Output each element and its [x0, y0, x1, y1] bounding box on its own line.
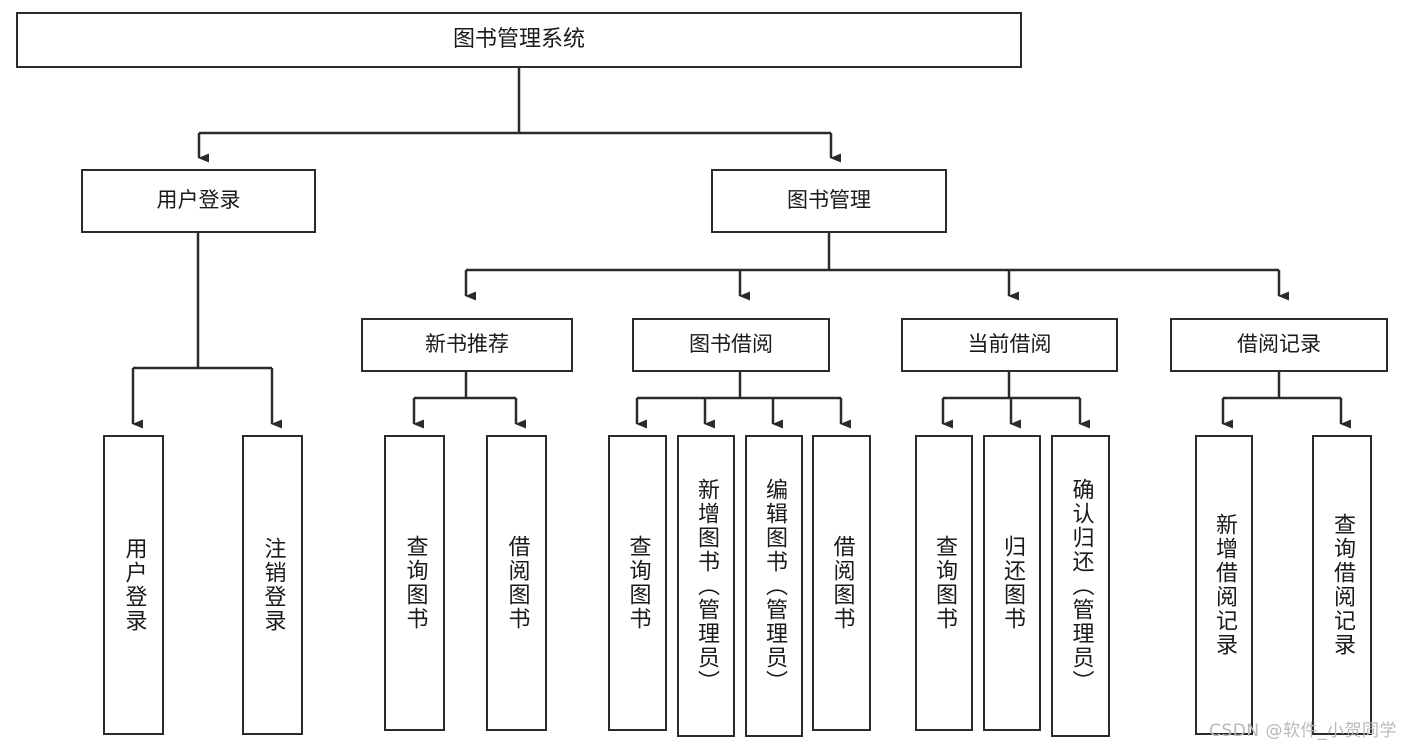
- node-label: 新书推荐: [425, 332, 509, 357]
- node-root-system[interactable]: 图书管理系统: [16, 12, 1022, 68]
- node-book-borrow[interactable]: 图书借阅: [632, 318, 830, 372]
- node-current-borrow[interactable]: 当前借阅: [901, 318, 1118, 372]
- node-label: 注销登录: [260, 537, 286, 633]
- leaf-borrow-borrow-book[interactable]: 借阅图书: [812, 435, 871, 731]
- node-label: 编辑图书（管理员）: [762, 478, 787, 694]
- leaf-current-confirm-return-admin[interactable]: 确认归还（管理员）: [1051, 435, 1110, 737]
- node-label: 图书借阅: [689, 332, 773, 357]
- node-label: 借阅图书: [829, 535, 855, 631]
- node-label: 用户登录: [121, 537, 147, 633]
- node-label: 查询图书: [932, 535, 957, 631]
- node-book-management[interactable]: 图书管理: [711, 169, 947, 233]
- leaf-new-book-borrow[interactable]: 借阅图书: [486, 435, 547, 731]
- node-label: 借阅图书: [504, 535, 530, 631]
- csdn-watermark: CSDN @软件_小贺同学: [1209, 721, 1397, 741]
- node-borrow-records[interactable]: 借阅记录: [1170, 318, 1388, 372]
- leaf-current-query-book[interactable]: 查询图书: [915, 435, 973, 731]
- leaf-records-add-record[interactable]: 新增借阅记录: [1195, 435, 1253, 735]
- leaf-borrow-edit-book-admin[interactable]: 编辑图书（管理员）: [745, 435, 803, 737]
- node-user-login[interactable]: 用户登录: [81, 169, 316, 233]
- leaf-borrow-add-book-admin[interactable]: 新增图书（管理员）: [677, 435, 735, 737]
- node-label: 归还图书: [1000, 535, 1025, 631]
- node-label: 图书管理: [787, 188, 871, 213]
- leaf-current-return-book[interactable]: 归还图书: [983, 435, 1041, 731]
- leaf-records-query-record[interactable]: 查询借阅记录: [1312, 435, 1372, 735]
- node-label: 查询图书: [402, 535, 428, 631]
- node-label: 当前借阅: [967, 332, 1052, 357]
- node-label: 新增借阅记录: [1212, 513, 1237, 657]
- node-label: 图书管理系统: [452, 26, 585, 52]
- leaf-user-login-signout[interactable]: 注销登录: [242, 435, 303, 735]
- node-label: 借阅记录: [1237, 332, 1321, 357]
- node-new-book-recommend[interactable]: 新书推荐: [361, 318, 573, 372]
- node-label: 新增图书（管理员）: [694, 478, 719, 694]
- node-label: 用户登录: [156, 188, 241, 213]
- node-label: 查询图书: [625, 535, 651, 631]
- node-label: 查询借阅记录: [1330, 513, 1355, 657]
- node-label: 确认归还（管理员）: [1068, 478, 1094, 694]
- leaf-new-book-query[interactable]: 查询图书: [384, 435, 445, 731]
- leaf-borrow-query-book[interactable]: 查询图书: [608, 435, 667, 731]
- leaf-user-login-signin[interactable]: 用户登录: [103, 435, 164, 735]
